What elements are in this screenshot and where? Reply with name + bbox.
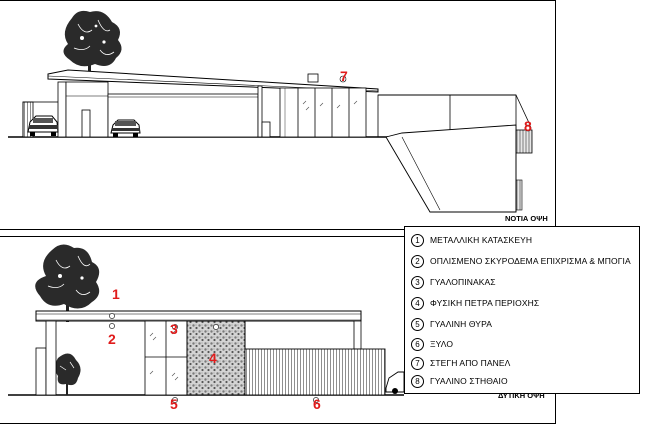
west-view-title: ΔΥΤΙΚΗ ΟΨΗ: [498, 391, 545, 400]
materials-legend: 1 ΜΕΤΑΛΛΙΚΗ ΚΑΤΑΣΚΕΥΗ 2 ΟΠΛΙΣΜΕΝΟ ΣΚΥΡΟΔ…: [404, 226, 640, 394]
callout-8-south: 8: [524, 118, 532, 134]
callout-3-west: 3: [170, 321, 178, 337]
legend-label: ΓΥΑΛΟΠΙΝΑΚΑΣ: [430, 277, 496, 287]
legend-item: 1 ΜΕΤΑΛΛΙΚΗ ΚΑΤΑΣΚΕΥΗ: [411, 231, 532, 249]
legend-number: 1: [411, 233, 424, 247]
callout-6-west: 6: [313, 396, 321, 412]
callout-2-west: 2: [108, 331, 116, 347]
legend-item: 3 ΓΥΑΛΟΠΙΝΑΚΑΣ: [411, 273, 496, 291]
car-middle: [110, 119, 141, 137]
callout-7-south: 7: [340, 68, 348, 84]
south-view-title: ΝΟΤΙΑ ΟΨΗ: [505, 214, 548, 223]
legend-item: 7 ΣΤΕΓΗ ΑΠΟ ΠΑΝΕΛ: [411, 354, 510, 372]
legend-item: 4 ΦΥΣΙΚΗ ΠΕΤΡΑ ΠΕΡΙΟΧΗΣ: [411, 294, 539, 312]
legend-label: ΞΥΛΟ: [430, 339, 454, 349]
legend-number: 2: [411, 254, 424, 268]
legend-number: 5: [411, 317, 424, 331]
legend-item: 8 ΓΥΑΛΙΝΟ ΣΤΗΘΑΙΟ: [411, 372, 508, 390]
legend-label: ΓΥΑΛΙΝΟ ΣΤΗΘΑΙΟ: [430, 376, 508, 386]
legend-number: 6: [411, 337, 424, 351]
legend-number: 8: [411, 374, 424, 388]
legend-number: 4: [411, 296, 424, 310]
legend-label: ΟΠΛΙΣΜΕΝΟ ΣΚΥΡΟΔΕΜΑ ΕΠΙΧΡΙΣΜΑ & ΜΠΟΓΙΑ: [430, 256, 631, 266]
tree-west-small: [55, 353, 81, 395]
legend-label: ΜΕΤΑΛΛΙΚΗ ΚΑΤΑΣΚΕΥΗ: [430, 235, 533, 245]
south-elevation: [0, 0, 556, 230]
legend-label: ΓΥΑΛΙΝΗ ΘΥΡΑ: [430, 319, 492, 329]
callout-1-west: 1: [112, 286, 120, 302]
legend-label: ΣΤΕΓΗ ΑΠΟ ΠΑΝΕΛ: [430, 358, 511, 368]
legend-item: 5 ΓΥΑΛΙΝΗ ΘΥΡΑ: [411, 315, 492, 333]
car-west: [385, 371, 405, 394]
tree-top: [63, 10, 122, 80]
callout-4-west: 4: [209, 350, 217, 366]
car-left: [27, 115, 59, 136]
legend-number: 7: [411, 356, 424, 370]
south-glazing: [279, 87, 367, 138]
legend-item: 2 ΟΠΛΙΣΜΕΝΟ ΣΚΥΡΟΔΕΜΑ ΕΠΙΧΡΙΣΜΑ & ΜΠΟΓΙΑ: [411, 252, 631, 270]
legend-item: 6 ΞΥΛΟ: [411, 335, 453, 353]
tree-west: [35, 244, 100, 322]
legend-number: 3: [411, 275, 424, 289]
legend-label: ΦΥΣΙΚΗ ΠΕΤΡΑ ΠΕΡΙΟΧΗΣ: [430, 298, 540, 308]
callout-5-west: 5: [170, 396, 178, 412]
